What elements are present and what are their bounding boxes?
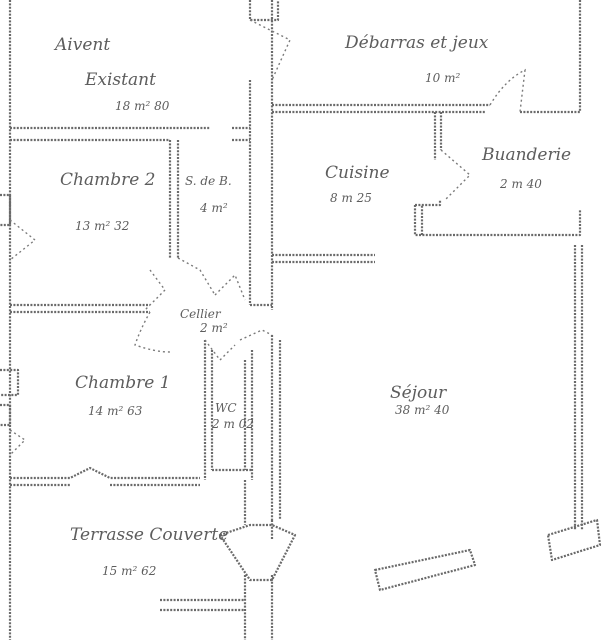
door-swings bbox=[9, 19, 526, 456]
room-name: Existant bbox=[84, 70, 156, 90]
room-name: Terrasse Couverte bbox=[70, 525, 228, 545]
room-area: 8 m 25 bbox=[330, 191, 372, 205]
room-name: Chambre 2 bbox=[60, 170, 156, 190]
room-area: 18 m² 80 bbox=[115, 99, 170, 113]
room-area: 13 m² 32 bbox=[75, 219, 129, 233]
room-name: Cuisine bbox=[325, 163, 390, 183]
room-name: Cellier bbox=[180, 307, 222, 321]
room-name: Buanderie bbox=[481, 145, 571, 165]
room-name: WC bbox=[215, 401, 237, 415]
room-name: Débarras et jeux bbox=[344, 33, 489, 53]
room-name: Aivent bbox=[53, 35, 110, 55]
room-area: 2 m 02 bbox=[211, 417, 254, 431]
room-labels: Aivent Existant 18 m² 80 Débarras et jeu… bbox=[53, 33, 571, 578]
room-area: 10 m² bbox=[425, 71, 460, 85]
room-name: Séjour bbox=[390, 383, 447, 403]
room-name: S. de B. bbox=[185, 174, 232, 188]
room-area: 14 m² 63 bbox=[88, 404, 143, 418]
room-name: Chambre 1 bbox=[75, 373, 171, 393]
room-area: 15 m² 62 bbox=[102, 564, 156, 578]
room-area: 2 m² bbox=[199, 321, 228, 335]
room-area: 38 m² 40 bbox=[395, 403, 450, 417]
room-area: 2 m 40 bbox=[499, 177, 542, 191]
room-area: 4 m² bbox=[199, 201, 228, 215]
